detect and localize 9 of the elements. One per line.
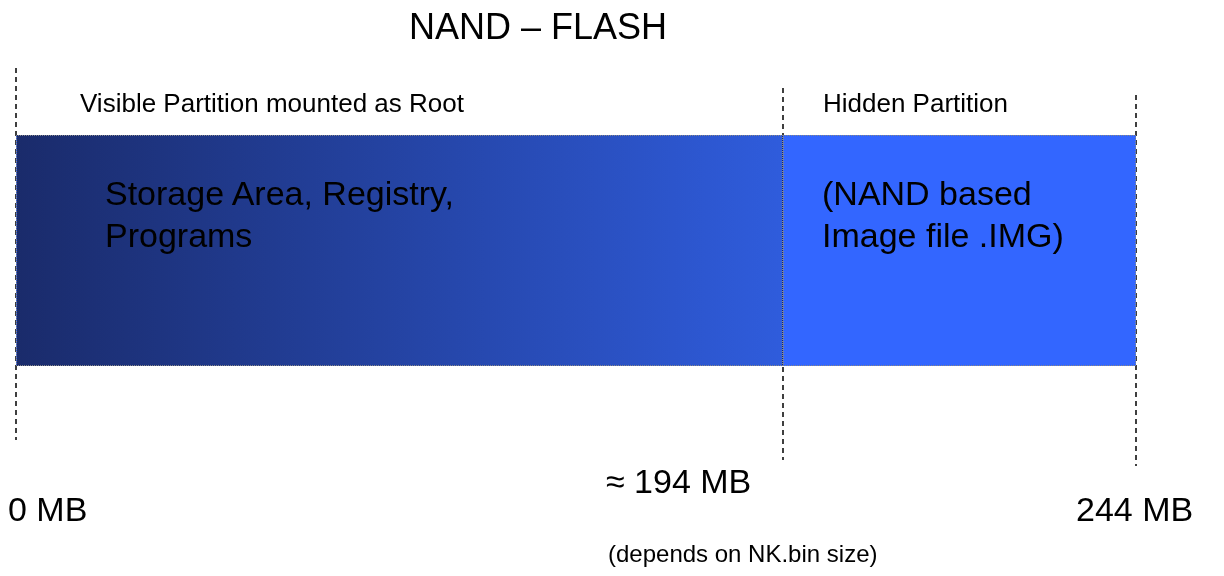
- address-label: 0 MB: [8, 490, 88, 529]
- partition-text: (NAND based Image file .IMG): [822, 173, 1065, 256]
- address-label: ≈ 194 MB: [606, 462, 752, 501]
- address-label: 244 MB: [1076, 490, 1194, 529]
- partition-text: Storage Area, Registry, Programs: [105, 173, 455, 256]
- partition-heading: Hidden Partition: [823, 88, 1008, 119]
- partition-heading: Visible Partition mounted as Root: [80, 88, 464, 119]
- note-text: (depends on NK.bin size): [608, 540, 878, 568]
- diagram-title: NAND – FLASH: [407, 6, 669, 48]
